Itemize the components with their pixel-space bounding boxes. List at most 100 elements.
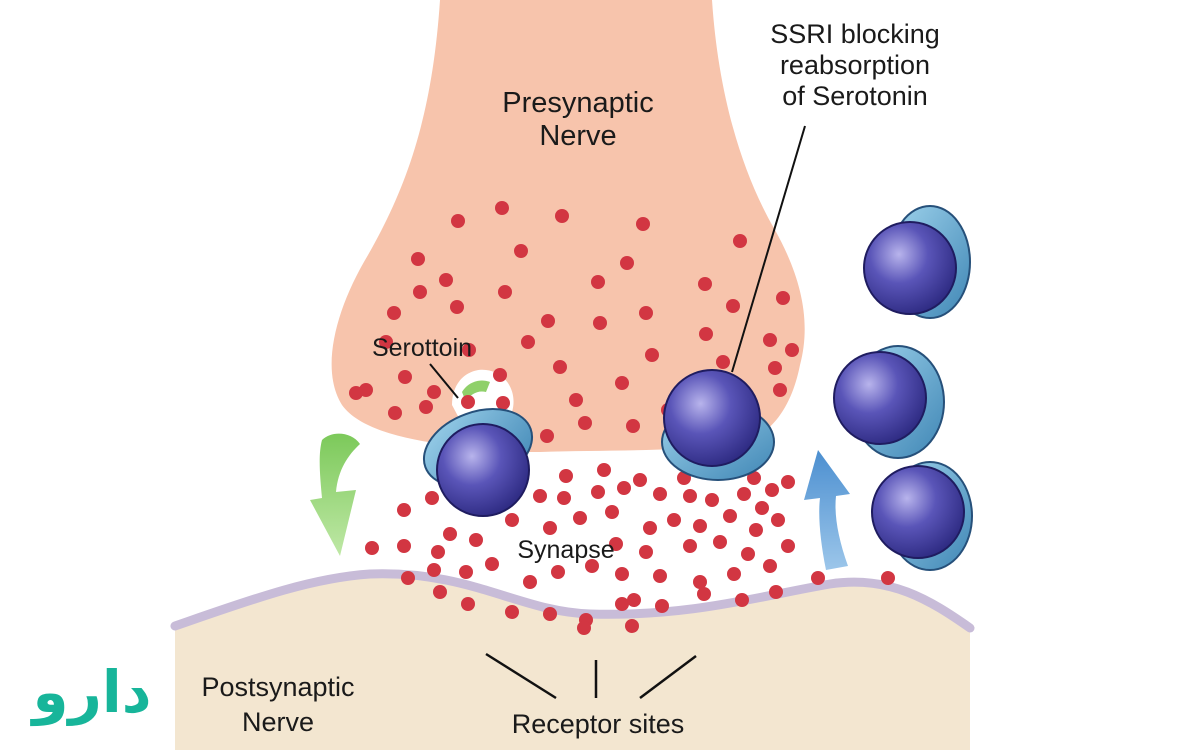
serotonin-dot [496,396,510,410]
serotonin-dot [553,360,567,374]
serotonin-dot [693,575,707,589]
serotonin-dot [450,300,464,314]
serotonin-dot [698,277,712,291]
serotonin-dot [591,485,605,499]
ssri-molecule-1 [422,408,534,517]
serotonin-dot [388,406,402,420]
serotonin-dot [699,327,713,341]
serotonin-dot [639,306,653,320]
serotonin-dot [615,376,629,390]
serotonin-dot [683,539,697,553]
serotonin-dot [443,527,457,541]
ssri-molecule-5 [871,461,973,571]
serotonin-dot [693,519,707,533]
ssri-label-line2: reabsorption [780,50,930,80]
postsynaptic-label-line1: Postsynaptic [201,672,354,702]
serotonin-dot [667,513,681,527]
serotonin-dot [645,348,659,362]
presynaptic-label-line1: Presynaptic [502,87,654,119]
serotonin-dot [555,209,569,223]
serotonin-dot [439,273,453,287]
serotonin-dot [627,593,641,607]
serotonin-dot [451,214,465,228]
serotonin-dot [776,291,790,305]
serotonin-dot [540,429,554,443]
receptor-pointer-left [485,652,557,700]
ssri-molecule-2 [661,369,775,481]
serotonin-dot [401,571,415,585]
ssri-molecule-4 [833,345,945,459]
serotonin-dot [569,393,583,407]
serotonin-dot [625,619,639,633]
serotonin-dot [413,285,427,299]
serotonin-dot [425,491,439,505]
serotonin-dot [781,539,795,553]
serotonin-dot [683,489,697,503]
serotonin-dot [397,539,411,553]
serotonin-dot [514,244,528,258]
serotonin-dot [747,471,761,485]
serotonin-dot [881,571,895,585]
serotonin-dot [737,487,751,501]
serotonin-dot [462,343,476,357]
serotonin-dot [726,299,740,313]
serotonin-dot [617,481,631,495]
serotonin-dot [785,343,799,357]
serotonin-dot [543,521,557,535]
serotonin-dot [643,521,657,535]
ssri-label-line3: of Serotonin [782,81,928,111]
serotonin-dot [585,559,599,573]
serotonin-dot [723,509,737,523]
serotonin-dot [763,333,777,347]
serotonin-dot [573,511,587,525]
serotonin-dot [498,285,512,299]
serotonin-dot [379,335,393,349]
serotonin-dot [551,565,565,579]
serotonin-dot [427,563,441,577]
serotonin-dot [459,565,473,579]
serotonin-dot [765,483,779,497]
serotonin-dot [605,505,619,519]
serotonin-pointer-line [429,363,459,399]
serotonin-dot [349,386,363,400]
serotonin-dot [727,567,741,581]
serotonin-dot [469,533,483,547]
serotonin-dot [433,585,447,599]
receptor-pointer-right [639,655,697,699]
serotonin-dot [633,473,647,487]
serotonin-dot [653,569,667,583]
serotonin-dot [461,395,475,409]
serotonin-dot [769,585,783,599]
serotonin-dot [763,559,777,573]
serotonin-dot [713,535,727,549]
serotonin-dot [771,513,785,527]
serotonin-dot [636,217,650,231]
postsynaptic-membrane [170,569,975,633]
serotonin-dot [705,493,719,507]
serotonin-dot [781,475,795,489]
serotonin-dot [505,605,519,619]
postsynaptic-label-line2: Nerve [242,707,314,737]
serotonin-dot [427,385,441,399]
postsynaptic-nerve [175,573,970,750]
reuptake-arrow-green [310,433,360,556]
serotonin-dot [521,335,535,349]
ssri-molecule-3 [863,205,971,319]
serotonin-dot [365,541,379,555]
serotonin-dot [653,487,667,501]
synapse-label: Synapse [517,536,614,564]
serotonin-dot [615,567,629,581]
serotonin-dot [773,383,787,397]
serotonin-dot [493,368,507,382]
serotonin-dot [397,503,411,517]
serotonin-dot [578,416,592,430]
serotonin-dot [533,489,547,503]
serotonin-dot [543,607,557,621]
serotonin-dot [609,537,623,551]
serotonin-dot [505,513,519,527]
serotonin-dot [655,599,669,613]
serotonin-dot [419,400,433,414]
serotonin-label: Serottoin [372,334,472,362]
serotonin-dot [597,463,611,477]
serotonin-dot [697,587,711,601]
